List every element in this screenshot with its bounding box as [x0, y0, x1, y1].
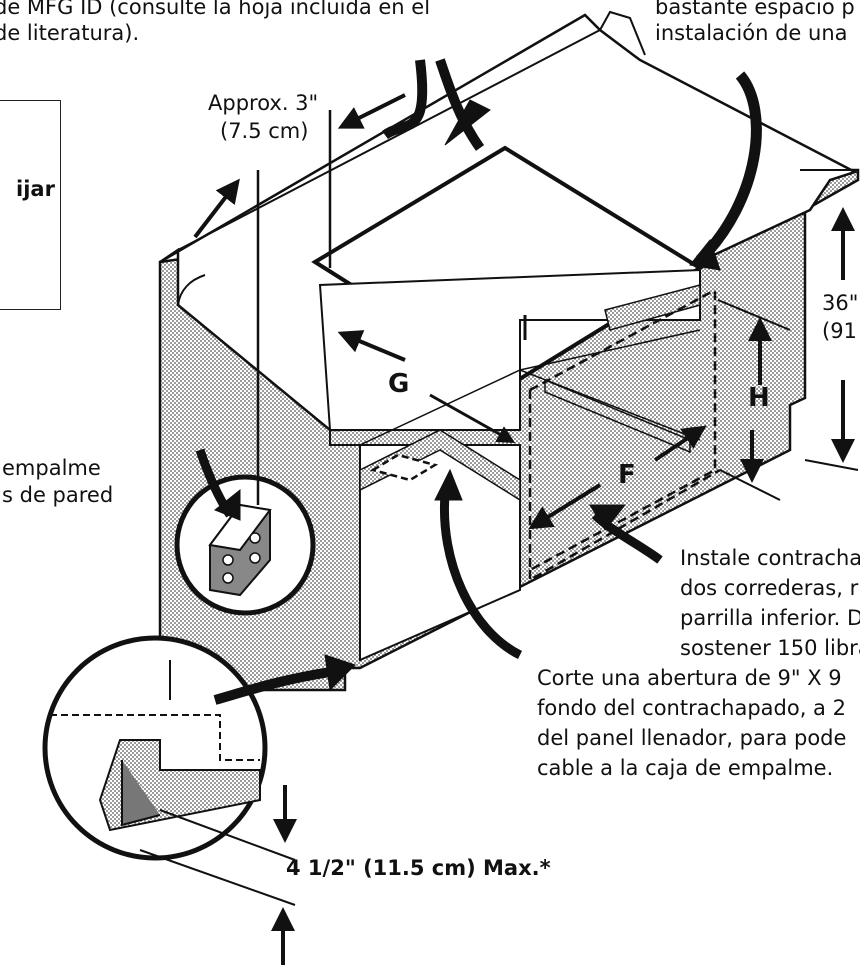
junction-box-note-line2: s de pared	[2, 483, 114, 507]
dimension-letter-g: G	[388, 369, 410, 399]
top-right-note-line2: instalación de una	[655, 21, 848, 45]
cutout-note-line4: cable a la caja de empalme.	[537, 756, 834, 780]
approx-3-in-label: Approx. 3"	[208, 91, 319, 115]
max-dimension-label: 4 1/2" (11.5 cm) Max.*	[286, 856, 551, 880]
arrows	[193, 58, 855, 965]
plywood-note-line2: dos correderas, r	[680, 576, 859, 600]
top-left-note-line1: de MFG ID (consulte la hoja incluida en …	[0, 0, 431, 19]
height-36-in-label: 36"	[822, 291, 859, 315]
plywood-note-line4: sostener 150 libra	[680, 636, 860, 660]
top-right-note-line1: bastante espacio p	[655, 0, 855, 19]
height-91-cm-label: (91	[822, 319, 857, 343]
plywood-note-line3: parrilla inferior. D	[680, 606, 860, 630]
plywood-note-line1: Instale contracha	[680, 546, 860, 570]
cutout-note-line1: Corte una abertura de 9" X 9	[537, 666, 842, 690]
cutout-note-line3: del panel llenador, para pode	[537, 726, 847, 750]
cabinet-interior	[318, 268, 721, 662]
note-box	[0, 100, 61, 310]
junction-box-callout	[174, 170, 316, 616]
cutout-note-line2: fondo del contrachapado, a 2	[537, 696, 846, 720]
box-fragment-text: ijar	[16, 177, 55, 201]
dimension-letter-h: H	[748, 383, 770, 413]
approx-7-5-cm-label: (7.5 cm)	[220, 119, 309, 143]
toe-kick-callout	[42, 635, 268, 861]
top-left-note-line2: de literatura).	[0, 21, 140, 45]
junction-box-note-line1: empalme	[2, 456, 101, 480]
dimension-lines	[139, 110, 859, 906]
dimension-letter-f: F	[618, 460, 636, 490]
